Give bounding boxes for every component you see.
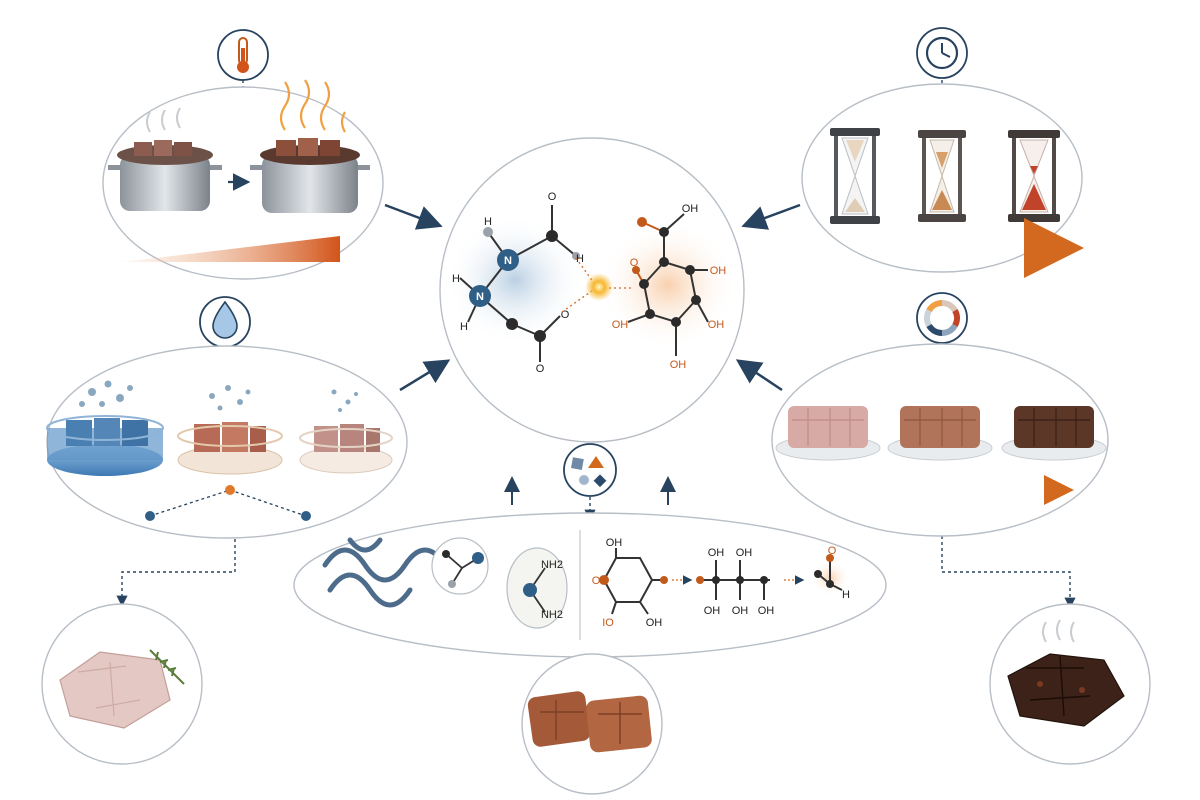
outcome-browned-meat [521, 653, 663, 795]
water-droplets [79, 380, 358, 412]
aldehyde-h-label: H [842, 589, 850, 601]
glucose-oh-br-label: OH [646, 617, 663, 629]
chain-oh-3-label: OH [704, 605, 721, 617]
sugar-o-ring-label: O [630, 257, 639, 269]
amino-h-left-label: H [452, 273, 460, 285]
steak-medium [887, 406, 993, 461]
amino-h-top-label: H [484, 216, 492, 228]
browning-panel [771, 292, 1109, 537]
amino-o-top-label: O [548, 191, 557, 203]
color-scale-icon [924, 299, 960, 337]
heat-gradient-bar [122, 236, 340, 262]
outcome-raw-meat [41, 603, 203, 765]
heat-panel [102, 29, 384, 280]
thermometer-icon [237, 37, 249, 73]
water-drop-icon [212, 300, 238, 339]
aldehyde-o-label: O [828, 545, 837, 557]
chain-oh-4-label: OH [732, 605, 749, 617]
chain-oh-1-label: OH [708, 547, 725, 559]
moisture-panel [46, 296, 408, 539]
amino-h-bottom-label: H [460, 321, 468, 333]
protein-helix [322, 537, 448, 608]
sugar-oh-top-label: OH [682, 203, 699, 215]
central-reaction-circle: O H N H H N H O O [439, 137, 745, 443]
connector-arrows [116, 80, 1076, 672]
chain-oh-2-label: OH [736, 547, 753, 559]
rosemary-icon [149, 649, 185, 685]
sugar-oh-bottom-label: OH [670, 359, 687, 371]
amino-acid-atoms [469, 227, 580, 342]
nh2-top-label: NH2 [541, 559, 563, 571]
amino-o-right-label: O [561, 309, 570, 321]
steak-dark [1001, 406, 1107, 461]
amino-n2-label: N [476, 291, 484, 303]
pot-hot [250, 79, 370, 213]
dish-damp [177, 422, 283, 475]
hourglass-early [830, 128, 880, 224]
dish-wet [46, 415, 164, 476]
dish-dry [299, 424, 393, 474]
time-panel [801, 27, 1084, 278]
outcome-charred-meat [989, 603, 1151, 765]
sugar-oh-r1-label: OH [710, 265, 727, 277]
amino-o-bottom-label: O [536, 363, 545, 375]
amino-h-right-label: H [576, 253, 584, 265]
sugar-oh-r2-label: OH [708, 319, 725, 331]
chain-oh-5-label: OH [758, 605, 775, 617]
reactants-panel: NH2 NH2 OH O IO OH OH OH [293, 443, 887, 658]
hourglass-mid [918, 130, 966, 222]
clock-icon [925, 36, 959, 70]
glucose-oh-bl-label: IO [602, 617, 614, 629]
glucose-o-left-label: O [592, 575, 601, 587]
steak-raw [775, 406, 881, 461]
amino-n1-label: N [504, 255, 512, 267]
reaction-spark-icon [585, 273, 613, 301]
sugar-atoms [632, 217, 701, 327]
glucose-oh-top-label: OH [606, 537, 623, 549]
hourglass-late [1008, 130, 1060, 222]
pot-cool [108, 107, 222, 211]
nh2-bottom-label: NH2 [541, 609, 563, 621]
sugar-oh-l-label: OH [612, 319, 629, 331]
